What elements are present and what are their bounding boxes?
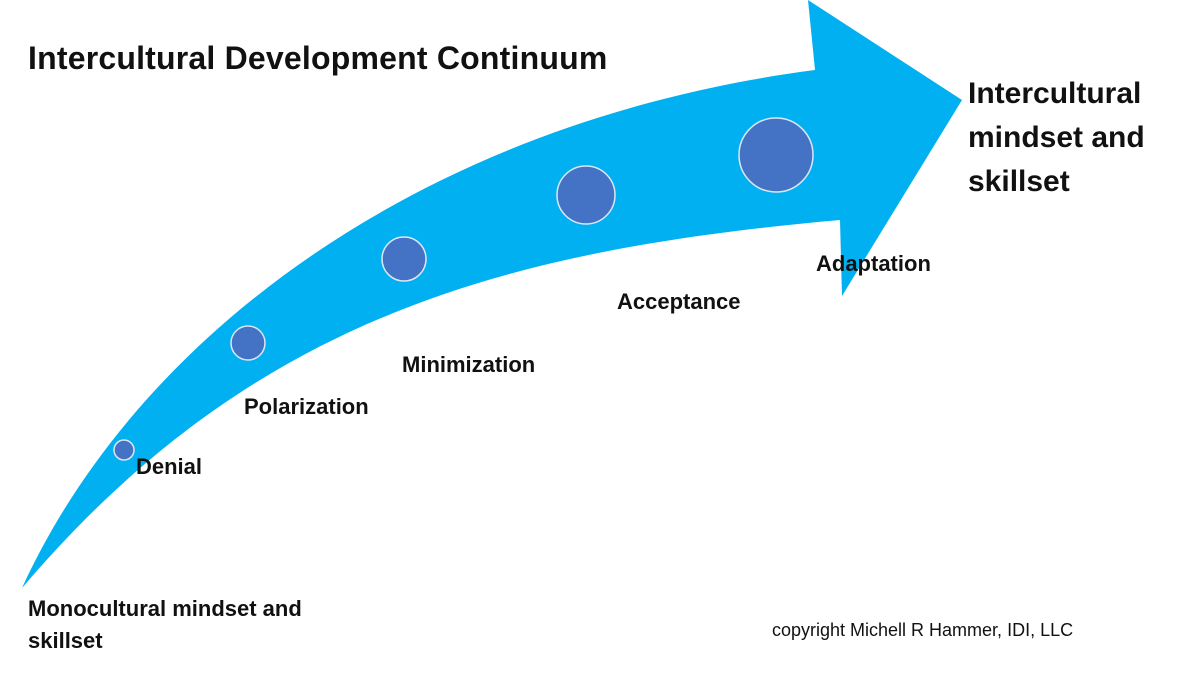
stage-markers — [113, 117, 814, 461]
stage-label-adaptation: Adaptation — [816, 251, 931, 276]
stage-label-polarization: Polarization — [244, 394, 369, 419]
stage-label-minimization: Minimization — [402, 352, 536, 377]
stage-marker-adaptation — [738, 117, 814, 193]
stage-marker-polarization — [230, 325, 266, 361]
stage-label-denial: Denial — [136, 454, 203, 479]
start-label: Monocultural mindset and skillset — [28, 596, 302, 653]
stage-label-acceptance: Acceptance — [617, 289, 741, 314]
continuum-arrow — [22, 0, 962, 588]
copyright-notice: copyright Michell R Hammer, IDI, LLC — [772, 620, 1074, 640]
stage-marker-minimization — [381, 236, 427, 282]
stage-marker-acceptance — [556, 165, 616, 225]
diagram-title: Intercultural Development Continuum — [28, 40, 608, 76]
stage-marker-denial — [113, 439, 135, 461]
end-label: Intercultural mindset and skillset — [968, 77, 1145, 198]
